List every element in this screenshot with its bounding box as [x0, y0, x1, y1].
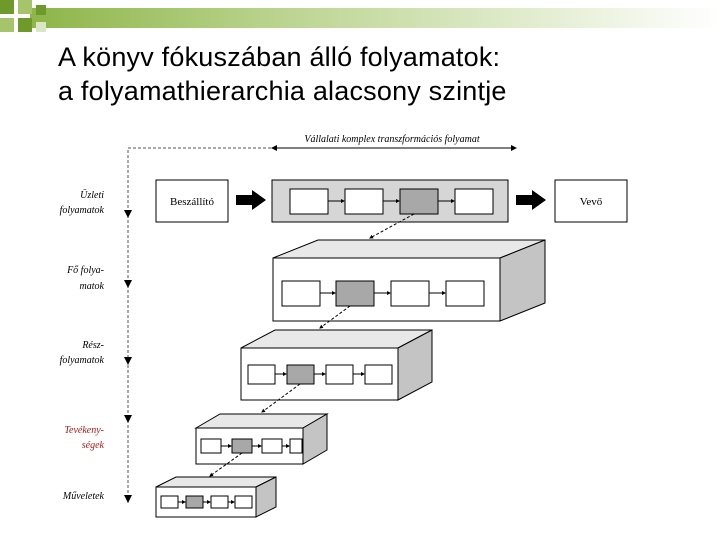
process-step-box	[234, 495, 253, 509]
level-label-line: Rész-	[81, 340, 104, 351]
main-process-box	[272, 239, 546, 322]
axis-arrowhead	[124, 210, 132, 218]
process-step-box	[445, 280, 485, 307]
process-step-box	[247, 364, 276, 385]
deco-square	[36, 22, 46, 32]
sub-process-box	[240, 329, 433, 401]
process-step-box-highlighted	[335, 280, 375, 307]
drilldown-connector	[319, 305, 351, 329]
slide-title: A könyv fókuszában álló folyamatok: a fo…	[58, 40, 708, 108]
process-step-box	[281, 280, 321, 307]
process-step-box	[454, 188, 494, 215]
level-label-line: Tevékeny-	[64, 425, 104, 436]
level-label-activities: Tevékeny- ségek	[64, 425, 104, 451]
hierarchy-axis-line	[127, 147, 516, 505]
level-label-line: folyamatok	[60, 355, 105, 366]
process-step-box	[200, 438, 222, 454]
level-label-main: Fő folya- matok	[66, 265, 104, 292]
deco-square	[18, 0, 32, 14]
process-step-box	[261, 438, 283, 454]
deco-square	[0, 0, 14, 14]
customer-label: Vevő	[580, 196, 603, 208]
axis-arrowhead	[124, 415, 132, 423]
level-label-line: Műveletek	[62, 491, 105, 502]
supplier-box	[155, 179, 229, 223]
top-label: Vállalati komplex transzformációs folyam…	[304, 134, 479, 145]
chain-to-customer-arrow	[516, 190, 546, 210]
axis-arrowhead	[124, 280, 132, 288]
process-step-box	[289, 188, 329, 215]
process-step-box	[210, 495, 229, 509]
process-step-box	[160, 495, 179, 509]
supplier-label: Beszállító	[170, 196, 214, 208]
level-label-operations: Műveletek	[62, 491, 105, 502]
process-step-box	[364, 364, 393, 385]
deco-square	[36, 5, 46, 15]
supplier-to-chain-arrow	[236, 190, 266, 210]
axis-arrowhead	[124, 357, 132, 365]
process-step-box-highlighted	[231, 438, 253, 454]
drilldown-connector	[209, 452, 243, 477]
customer-box	[554, 179, 628, 223]
level-label-line: ségek	[82, 440, 105, 451]
activities-box	[194, 413, 329, 465]
level-label-sub: Rész- folyamatok	[60, 340, 105, 366]
operations-box	[155, 476, 277, 518]
level-label-line: Üzleti	[80, 189, 104, 201]
process-step-box	[344, 188, 384, 215]
level-label-line: matok	[80, 281, 105, 292]
level-label-business: Üzleti folyamatok	[60, 189, 105, 216]
level-label-line: Fő folya-	[66, 265, 104, 276]
deco-square	[18, 18, 32, 32]
decorative-header-bar	[0, 0, 720, 32]
process-step-box	[325, 364, 354, 385]
drilldown-connector	[369, 213, 415, 239]
title-line-2: a folyamathierarchia alacsony szintje	[58, 76, 507, 106]
process-step-box-highlighted	[286, 364, 315, 385]
level-label-line: folyamatok	[60, 205, 105, 216]
drilldown-connector	[261, 383, 301, 413]
process-step-box-highlighted	[185, 495, 204, 509]
deco-square	[0, 18, 14, 32]
process-step-box	[390, 280, 430, 307]
process-step-box-highlighted	[399, 188, 439, 215]
axis-arrowhead	[124, 495, 132, 503]
title-line-1: A könyv fókuszában álló folyamatok:	[58, 42, 501, 72]
process-step-box	[289, 438, 303, 454]
